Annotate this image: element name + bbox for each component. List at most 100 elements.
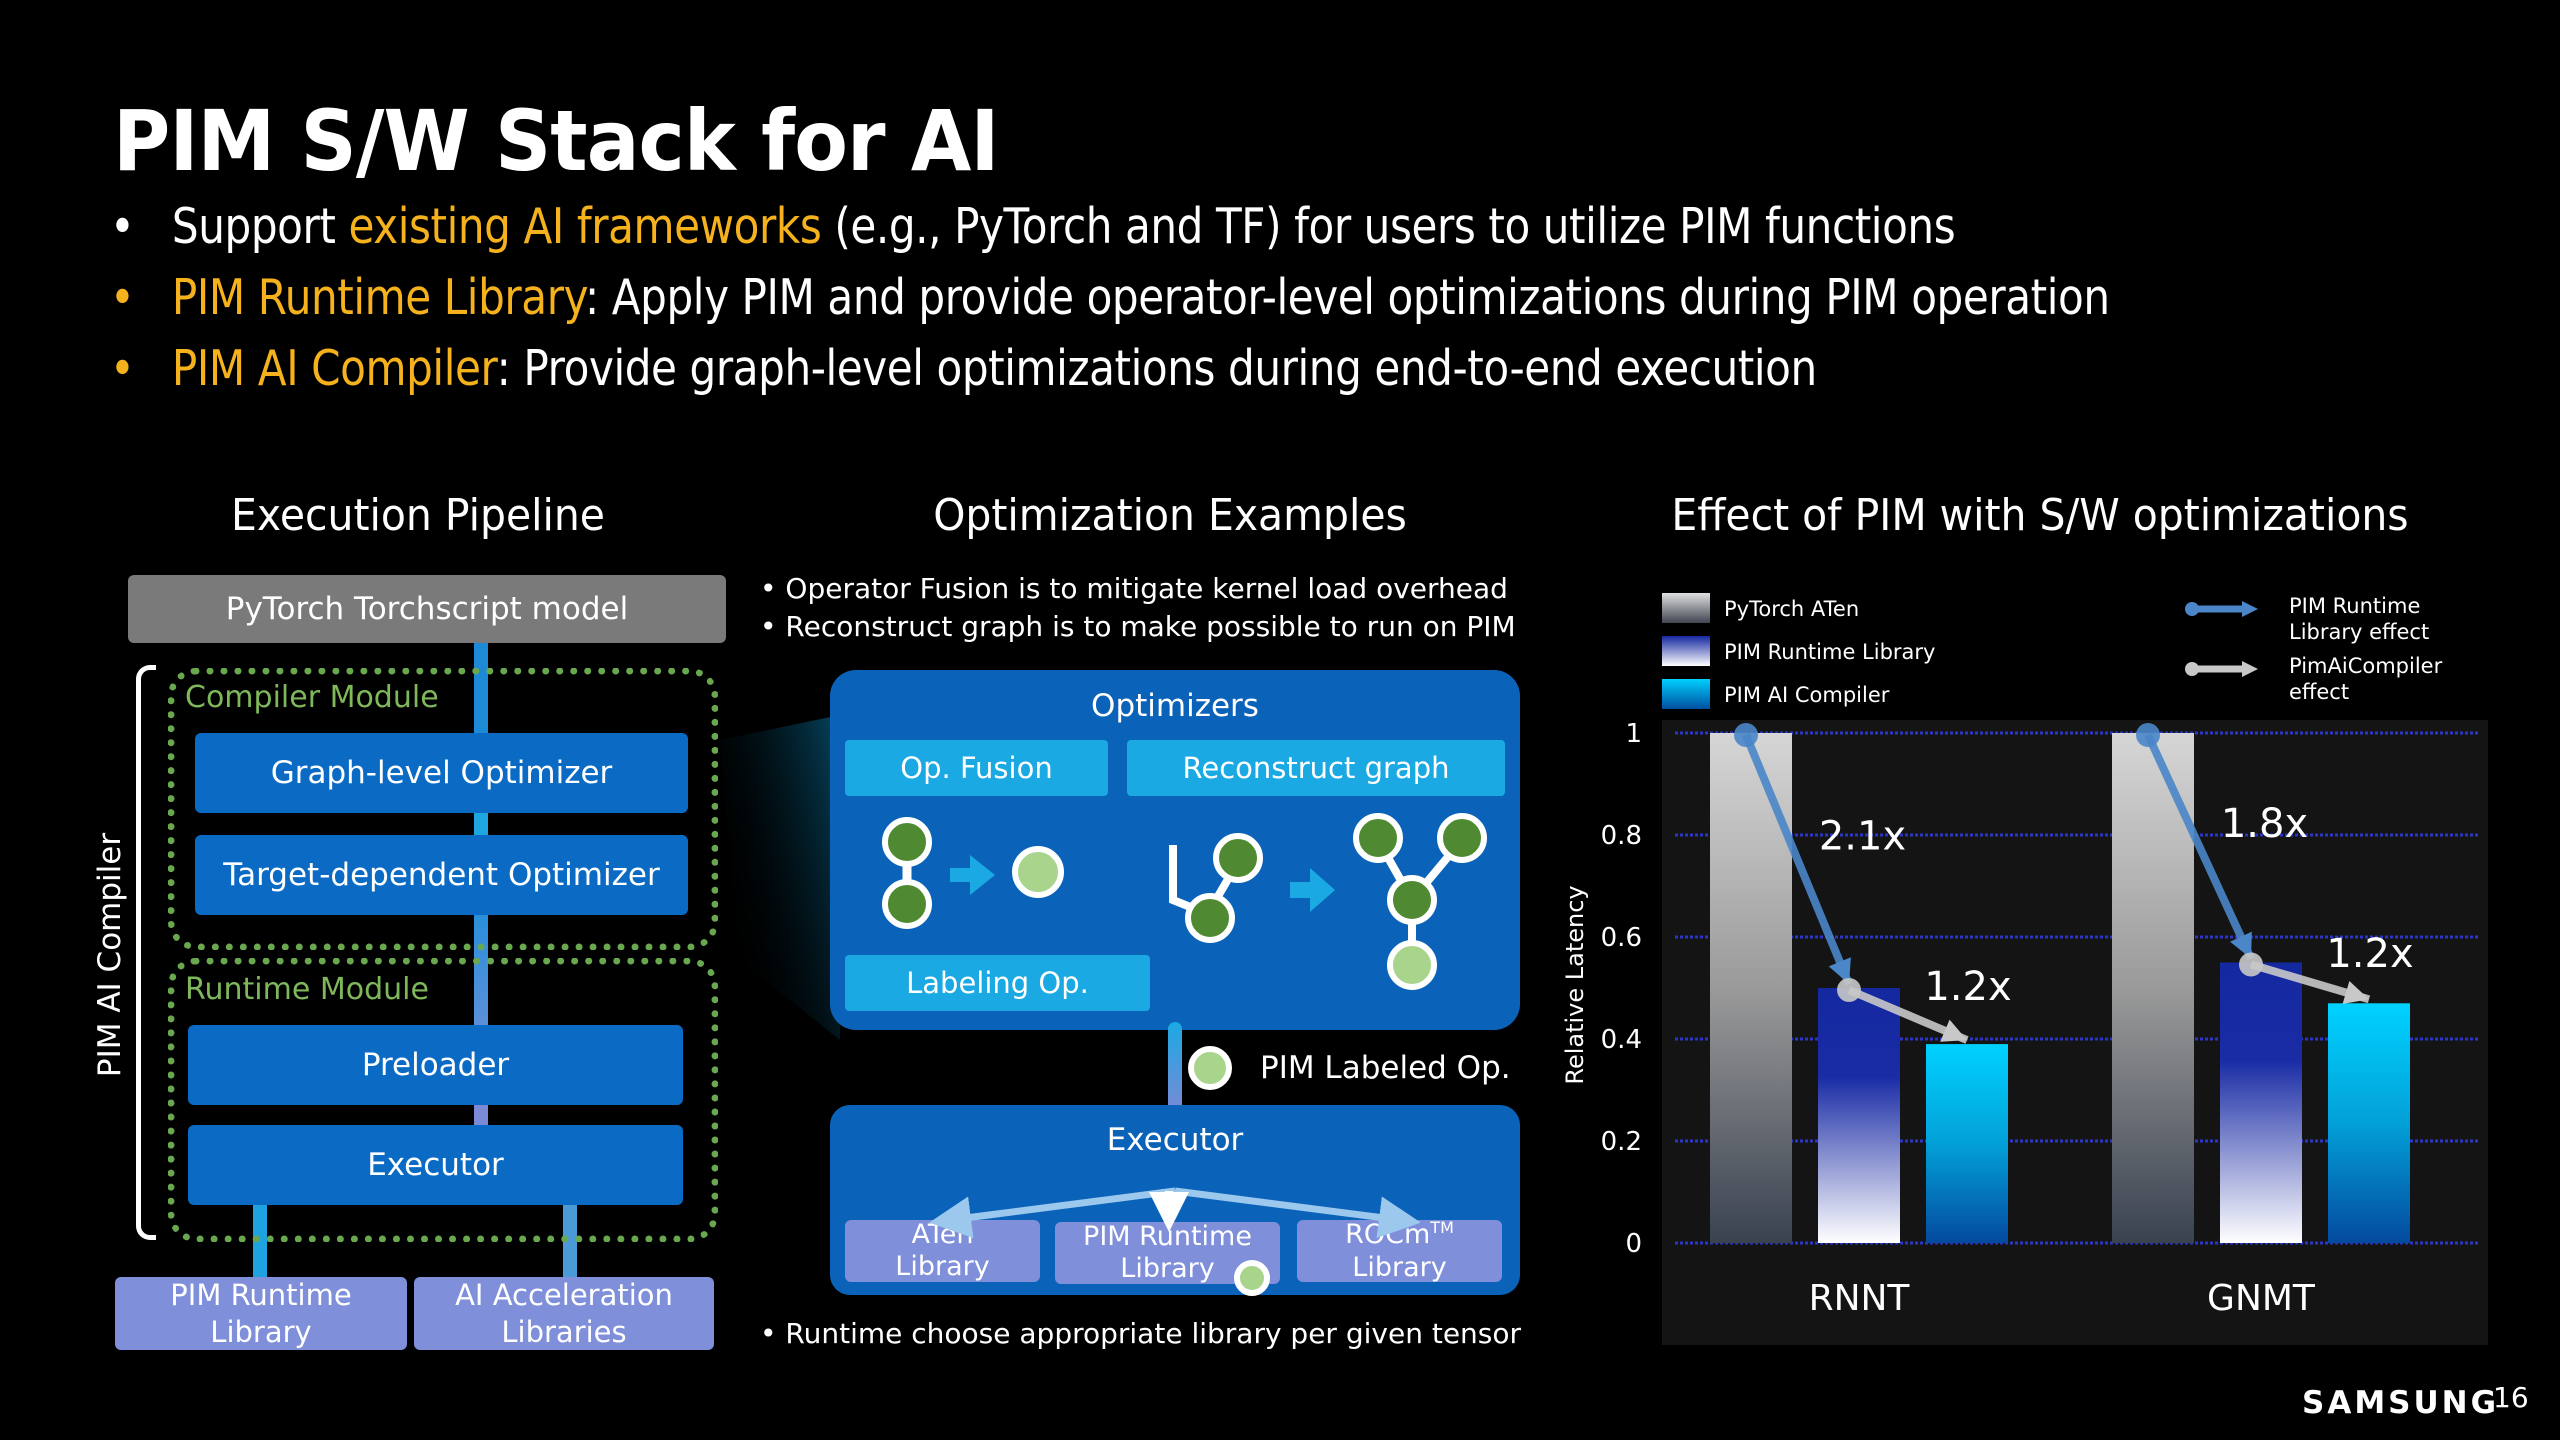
- y-tick-label: 0.4: [1601, 1025, 1642, 1055]
- ai-acceleration-libraries-box: AI Acceleration Libraries: [414, 1277, 714, 1350]
- compiler-module-label: Compiler Module: [185, 680, 439, 715]
- graph-node-icon: [1185, 893, 1235, 943]
- pipeline-connector: [474, 643, 488, 733]
- slide-title: PIM S/W Stack for AI: [113, 92, 999, 190]
- legend-arrow-label: PimAiCompiler effect: [2289, 654, 2443, 704]
- graph-node-icon: [1213, 833, 1263, 883]
- library-line: AI Acceleration: [455, 1278, 673, 1313]
- preloader-stage: Preloader: [188, 1025, 683, 1105]
- pipeline-heading: Execution Pipeline: [231, 490, 605, 541]
- legend-label: PIM AI Compiler: [1724, 683, 1890, 707]
- bullet-highlight: existing AI frameworks: [348, 198, 822, 255]
- y-tick-label: 1: [1625, 719, 1642, 749]
- zoom-light-beam: [720, 715, 840, 1040]
- executor-stage: Executor: [188, 1125, 683, 1205]
- y-tick-label: 0.6: [1601, 923, 1642, 953]
- op-fusion-label: Op. Fusion: [845, 740, 1108, 796]
- legend-arrow-label: PIM Runtime Library effect: [2289, 594, 2430, 644]
- bar-rnnt-1: [1818, 988, 1900, 1243]
- bullet-2: •PIM Runtime Library: Apply PIM and prov…: [110, 269, 2110, 326]
- effect-arrow-icon: [1742, 733, 1853, 986]
- pipeline-connector: [474, 1105, 488, 1125]
- pim-runtime-library-box: PIM Runtime Library: [115, 1277, 407, 1350]
- graph-node-icon: [882, 817, 932, 867]
- speedup-label: 2.1x: [1819, 814, 1906, 860]
- pim-labeled-node-icon: [1188, 1046, 1232, 1090]
- optimization-notes: • Operator Fusion is to mitigate kernel …: [760, 570, 1516, 646]
- bar-gnmt-0: [2112, 733, 2194, 1243]
- effect-arrowhead-icon: [2230, 931, 2252, 959]
- effect-arrow-start-icon: [2239, 952, 2263, 977]
- pipeline-connector: [474, 813, 488, 835]
- pytorch-model-box: PyTorch Torchscript model: [128, 575, 726, 643]
- legend-label: PIM Runtime Library: [1724, 640, 1936, 664]
- fused-node-icon: [1012, 846, 1064, 898]
- graph-node-icon: [1437, 813, 1487, 863]
- speedup-label: 1.2x: [2326, 931, 2413, 977]
- bullet-text: : Apply PIM and provide operator-level o…: [585, 269, 2110, 326]
- library-line: Libraries: [501, 1314, 627, 1349]
- panel-connector: [1168, 1022, 1182, 1112]
- bullet-text: (e.g., PyTorch and TF) for users to util…: [821, 198, 1956, 255]
- arrow-right-icon: [1290, 868, 1335, 912]
- bullet-dot: •: [110, 198, 135, 255]
- y-tick-label: 0: [1625, 1229, 1642, 1259]
- graph-node-icon: [1387, 875, 1437, 925]
- legend-swatch-runtime: [1662, 636, 1710, 666]
- runtime-module-frame: [168, 958, 718, 1242]
- bullet-text: Support: [171, 198, 349, 255]
- speedup-label: 1.8x: [2221, 801, 2308, 847]
- executor-title: Executor: [1106, 1122, 1244, 1158]
- y-tick-label: 0.2: [1601, 1127, 1642, 1157]
- effect-arrow-start-icon: [1837, 978, 1861, 1002]
- dispatch-arrow-icon: [1174, 1187, 1421, 1239]
- library-line: PIM Runtime: [170, 1278, 352, 1313]
- target-dependent-optimizer: Target-dependent Optimizer: [195, 835, 688, 915]
- page-number: 16: [2493, 1381, 2529, 1414]
- bullet-dot: •: [110, 340, 135, 397]
- x-category-label: GNMT: [2207, 1278, 2316, 1319]
- bullet-1: • Support existing AI frameworks (e.g., P…: [110, 198, 1956, 255]
- labeling-op-label: Labeling Op.: [845, 955, 1150, 1011]
- legend-swatch-compiler: [1662, 679, 1710, 709]
- arrow-right-icon: [950, 855, 995, 895]
- bar-gnmt-2: [2328, 1003, 2410, 1243]
- chart-heading: Effect of PIM with S/W optimizations: [1671, 490, 2409, 541]
- dispatch-arrow-icon: [929, 1187, 1176, 1239]
- runtime-module-label: Runtime Module: [185, 972, 429, 1007]
- effect-arrow-icon: [2144, 733, 2255, 961]
- legend-arrows: [2185, 601, 2258, 677]
- effect-arrowhead-icon: [1940, 1019, 1967, 1042]
- optimization-heading: Optimization Examples: [933, 490, 1407, 541]
- bullet-text: : Provide graph-level optimizations duri…: [496, 340, 1818, 397]
- optimizers-title: Optimizers: [1091, 688, 1259, 724]
- executor-dispatch-arrows: [929, 1187, 1421, 1296]
- bracket-label: PIM AI Compiler: [92, 832, 128, 1078]
- labeled-node-icon: [1387, 940, 1437, 990]
- pim-labeled-op-label: PIM Labeled Op.: [1260, 1050, 1511, 1086]
- labeled-node-icon: [1234, 1260, 1270, 1296]
- bullet-highlight: PIM AI Compiler: [171, 340, 497, 397]
- graph-diagrams: [882, 813, 1487, 990]
- runtime-note: • Runtime choose appropriate library per…: [760, 1317, 1522, 1350]
- graph-node-icon: [1353, 813, 1403, 863]
- note-item: • Operator Fusion is to mitigate kernel …: [760, 572, 1508, 605]
- bar-rnnt-2: [1926, 1044, 2008, 1243]
- library-line: Library: [210, 1314, 312, 1349]
- effect-arrowhead-icon: [1828, 957, 1851, 984]
- effect-arrow-start-icon: [2136, 723, 2160, 747]
- bullet-dot: •: [110, 269, 135, 326]
- x-category-label: RNNT: [1809, 1278, 1911, 1319]
- y-tick-label: 0.8: [1601, 821, 1642, 851]
- effect-arrowhead-icon: [2342, 981, 2369, 1005]
- effect-arrow-start-icon: [1734, 723, 1758, 747]
- legend-label: PyTorch ATen: [1724, 597, 1860, 621]
- speedup-label: 1.2x: [1924, 964, 2011, 1010]
- library-line: Library: [1120, 1253, 1215, 1284]
- library-line: Library: [895, 1251, 990, 1282]
- compiler-bracket: [136, 665, 156, 1240]
- library-line: Library: [1352, 1251, 1447, 1283]
- pipeline-connector: [474, 915, 488, 1025]
- legend-swatch-aten: [1662, 593, 1710, 623]
